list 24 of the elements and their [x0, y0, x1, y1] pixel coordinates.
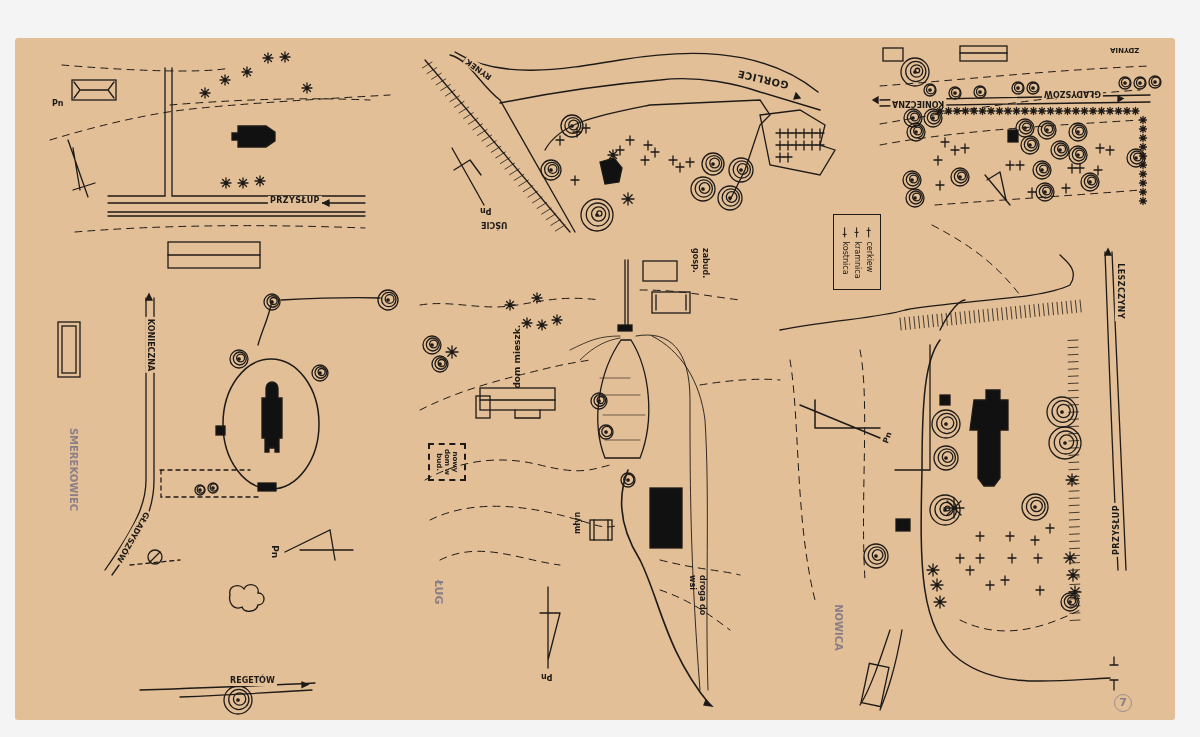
place-label: droga do wsi	[687, 575, 707, 618]
road-name: KONIECZNA	[145, 316, 156, 374]
road-name: LESZCZYNY	[1114, 261, 1125, 321]
legend-text: cerkiew	[863, 240, 875, 272]
village-name: SMEREKOWIEC	[67, 427, 81, 512]
place-label: dom mieszk.	[511, 324, 524, 389]
road-name: PRZYSŁUP	[268, 196, 322, 206]
place-label: młyn	[572, 511, 584, 535]
north-mark-text: Pn	[52, 98, 64, 110]
village-name: NOWICA	[831, 604, 845, 651]
place-label: zabud. gosp.	[690, 248, 710, 281]
building-site-box	[428, 443, 466, 481]
legend-text: kostnica	[839, 240, 851, 275]
village-name: ŁUG	[430, 579, 446, 605]
road-name: KONIECZNA	[890, 98, 947, 108]
village-name: UŚCIE	[481, 219, 508, 230]
north-mark-text: Pn	[880, 430, 895, 446]
north-mark-text: Pn	[541, 671, 553, 682]
road-name: PRZYSŁUP	[1111, 503, 1122, 557]
legend-text: kramnica	[851, 240, 863, 279]
north-mark-text: Pn	[269, 545, 282, 559]
north-mark-text: Pn	[480, 205, 492, 216]
road-name: REGETÓW	[228, 676, 277, 686]
road-name: GŁADYSZÓW	[1042, 88, 1103, 98]
